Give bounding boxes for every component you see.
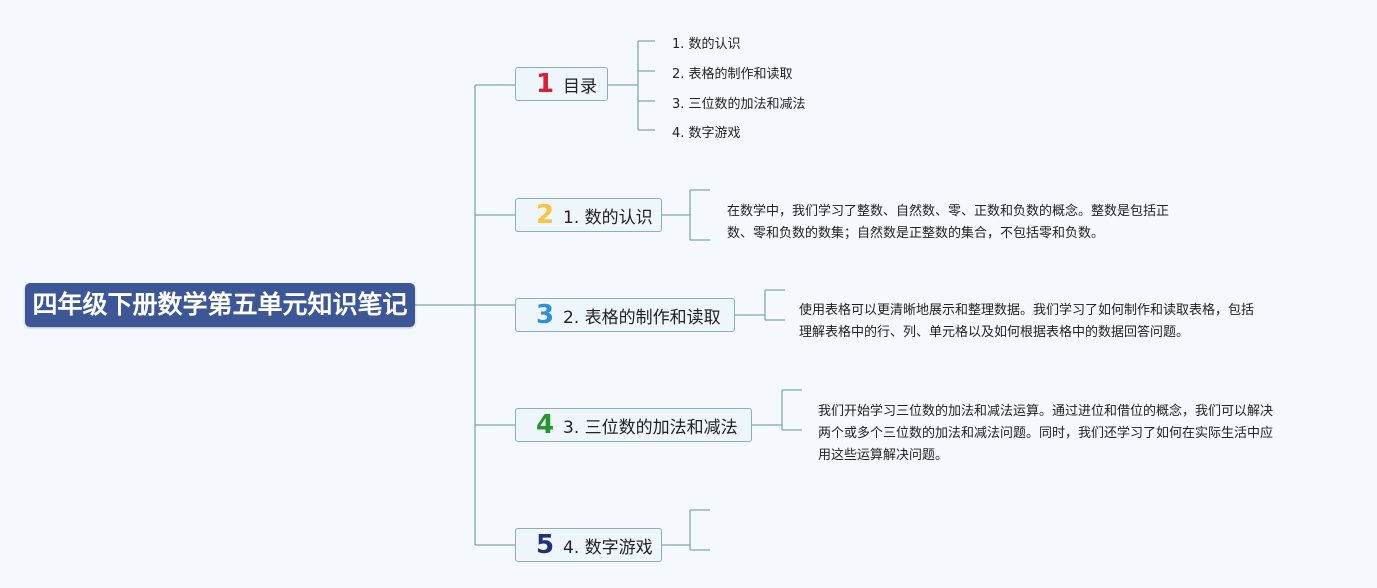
note2-connector: [735, 289, 785, 321]
topic5-connector: [662, 509, 710, 551]
note-line: 使用表格可以更清晰地展示和整理数据。我们学习了如何制作和读取表格，包括: [799, 303, 1255, 318]
topic-number: 1: [535, 69, 555, 99]
note-line: 数、零和负数的数集；自然数是正整数的集合，不包括零和负数。: [727, 226, 1105, 241]
note1-connector: [662, 189, 710, 241]
topic-label: 3. 三位数的加法和减法: [563, 417, 738, 438]
topic-label: 2. 表格的制作和读取: [563, 307, 721, 328]
toc-item[interactable]: 3. 三位数的加法和减法: [672, 97, 806, 112]
root-node[interactable]: 四年级下册数学第五单元知识笔记: [25, 283, 415, 327]
toc-connector: [608, 40, 655, 131]
topic-number: 3: [535, 300, 555, 330]
note-line: 我们开始学习三位数的加法和减法运算。通过进位和借位的概念，我们可以解决: [818, 404, 1274, 419]
topic-toc[interactable]: 1 目录: [515, 67, 608, 101]
topic-number-concepts[interactable]: 2 1. 数的认识: [515, 198, 662, 232]
note-three-digit[interactable]: 我们开始学习三位数的加法和减法运算。通过进位和借位的概念，我们可以解决 两个或多…: [818, 401, 1273, 467]
note3-connector: [752, 389, 802, 431]
note-line: 用这些运算解决问题。: [818, 448, 949, 463]
note-line: 两个或多个三位数的加法和减法问题。同时，我们还学习了如何在实际生活中应: [818, 426, 1274, 441]
topic-label: 1. 数的认识: [563, 207, 653, 228]
note-line: 理解表格中的行、列、单元格以及如何根据表格中的数据回答问题。: [799, 325, 1190, 340]
topic-tables[interactable]: 3 2. 表格的制作和读取: [515, 298, 735, 332]
topic-number: 4: [535, 410, 555, 440]
topic-number: 2: [535, 200, 555, 230]
topic-number-games[interactable]: 5 4. 数字游戏: [515, 528, 662, 562]
topic-label: 4. 数字游戏: [563, 537, 653, 558]
toc-item[interactable]: 4. 数字游戏: [672, 126, 741, 141]
root-title: 四年级下册数学第五单元知识笔记: [32, 290, 408, 319]
topic-three-digit[interactable]: 4 3. 三位数的加法和减法: [515, 408, 752, 442]
note-tables[interactable]: 使用表格可以更清晰地展示和整理数据。我们学习了如何制作和读取表格，包括 理解表格…: [799, 300, 1254, 344]
toc-item[interactable]: 2. 表格的制作和读取: [672, 67, 793, 82]
topic-label: 目录: [563, 76, 597, 97]
toc-item[interactable]: 1. 数的认识: [672, 37, 741, 52]
topic-number: 5: [535, 530, 555, 560]
note-line: 在数学中，我们学习了整数、自然数、零、正数和负数的概念。整数是包括正: [727, 204, 1170, 219]
note-number-concepts[interactable]: 在数学中，我们学习了整数、自然数、零、正数和负数的概念。整数是包括正 数、零和负…: [727, 201, 1169, 245]
